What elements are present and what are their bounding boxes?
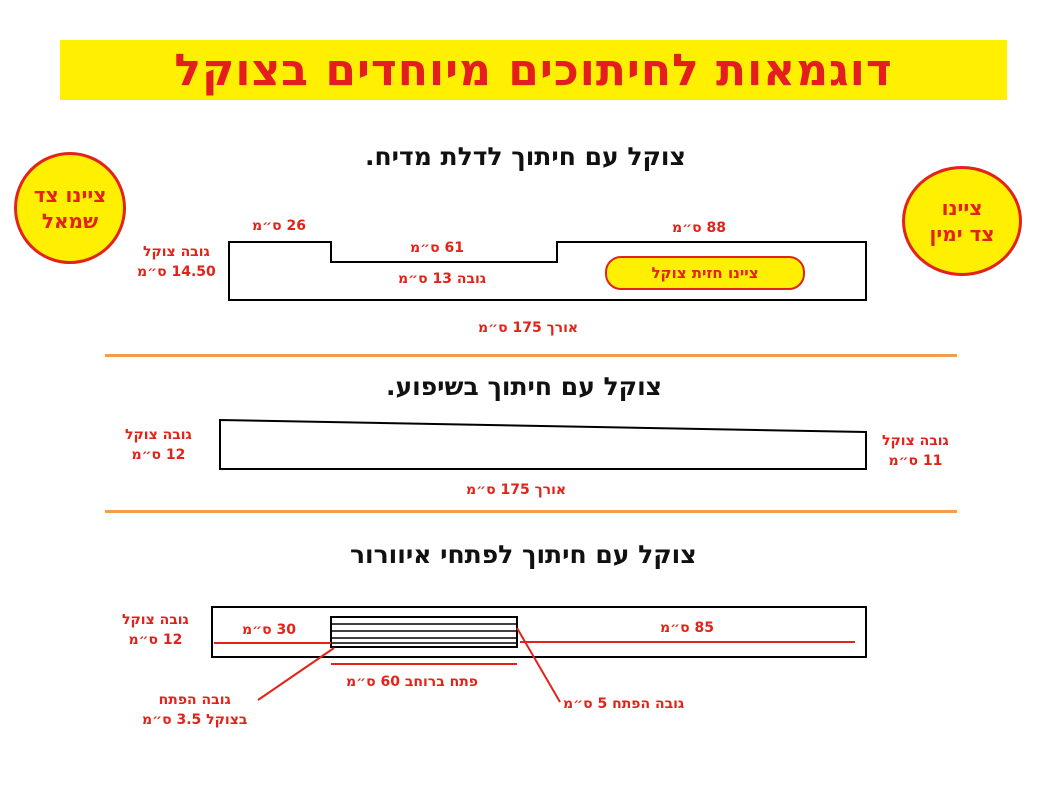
section-divider xyxy=(105,510,957,513)
door-cut-width-dim: 61 ס״מ xyxy=(410,240,464,256)
opening-in-plinth-leader xyxy=(257,647,335,701)
slope-right-height-line1: גובה צוקל xyxy=(882,433,949,449)
vent-left-dim: 30 ס״מ xyxy=(242,622,296,638)
door-left-height-label: גובה צוקל 14.50 ס״מ xyxy=(137,242,216,282)
door-section-title: צוקל עם חיתוך לדלת מדיח. xyxy=(365,142,686,171)
left-side-badge: ציינו צד שמאל xyxy=(14,152,126,264)
vent-left-height-line2: 12 ס״מ xyxy=(128,632,183,648)
sloped-plinth-outline xyxy=(219,418,867,470)
door-left-height-line2: 14.50 ס״מ xyxy=(137,264,216,280)
front-label-text: ציינו חזית צוקל xyxy=(651,264,759,282)
page-title: דוגמאות לחיתוכים מיוחדים בצוקל xyxy=(174,44,893,96)
right-side-badge: ציינו צד ימין xyxy=(902,166,1022,276)
slope-right-height-label: גובה צוקל 11 ס״מ xyxy=(882,431,949,471)
section-divider xyxy=(105,354,957,357)
slope-left-height-line2: 12 ס״מ xyxy=(131,447,186,463)
left-side-badge-line1: ציינו צד xyxy=(33,183,107,207)
vent-opening-width-dim: פתח ברוחב 60 ס״מ xyxy=(346,674,479,690)
vent-left-height-line1: גובה צוקל xyxy=(122,612,189,628)
door-left-top-dim: 26 ס״מ xyxy=(252,218,306,234)
door-length-dim: אורך 175 ס״מ xyxy=(478,320,579,336)
vent-plinth-outline xyxy=(211,606,867,658)
vent-right-dim: 85 ס״מ xyxy=(660,620,714,636)
vent-opening-in-plinth-label: גובה הפתח בצוקל 3.5 ס״מ xyxy=(142,690,247,730)
slope-left-height-label: גובה צוקל 12 ס״מ xyxy=(125,425,192,465)
vent-opening xyxy=(330,616,518,648)
left-side-badge-line2: שמאל xyxy=(41,209,99,233)
vent-left-height-label: גובה צוקל 12 ס״מ xyxy=(122,610,189,650)
slope-left-height-line1: גובה צוקל xyxy=(125,427,192,443)
opening-height-leader xyxy=(516,627,561,703)
vent-opening-in-plinth-line2: בצוקל 3.5 ס״מ xyxy=(142,712,248,728)
slope-section-title: צוקל עם חיתוך בשיפוע. xyxy=(386,372,662,401)
door-left-height-line1: גובה צוקל xyxy=(142,244,210,260)
door-cut-height-dim: גובה 13 ס״מ xyxy=(398,271,487,287)
slope-length-dim: אורך 175 ס״מ xyxy=(466,482,567,498)
right-side-badge-line1: ציינו xyxy=(941,196,983,220)
slope-right-height-line2: 11 ס״מ xyxy=(888,453,943,469)
right-side-badge-line2: צד ימין xyxy=(929,222,995,246)
front-label-pill: ציינו חזית צוקל xyxy=(605,256,805,290)
title-banner: דוגמאות לחיתוכים מיוחדים בצוקל xyxy=(60,40,1007,100)
door-right-top-dim: 88 ס״מ xyxy=(672,220,726,236)
vent-section-title: צוקל עם חיתוך לפתחי איוורור xyxy=(350,540,697,569)
vent-opening-in-plinth-line1: גובה הפתח xyxy=(158,692,231,708)
vent-opening-height-dim: גובה הפתח 5 ס״מ xyxy=(563,696,685,712)
